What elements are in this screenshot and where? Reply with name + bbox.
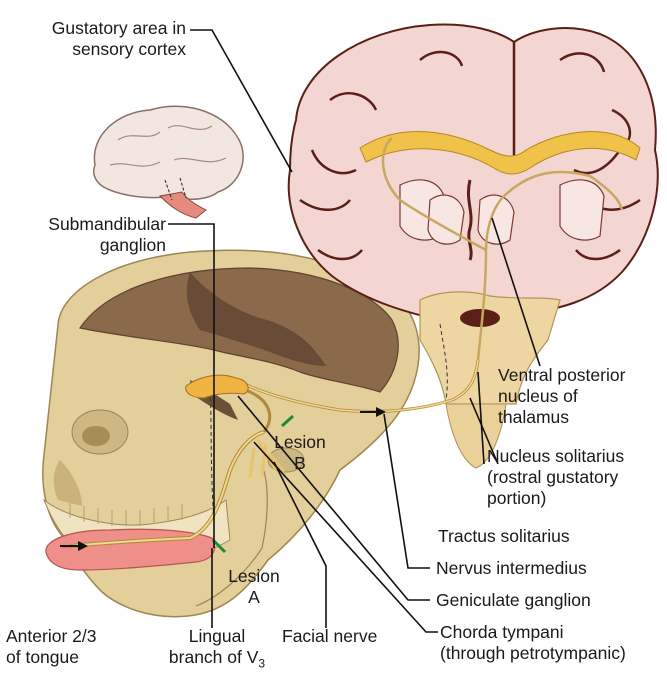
label-ventral-posterior: Ventral posterior nucleus of thalamus (498, 365, 625, 428)
label-gustatory-area: Gustatory area in sensory cortex (8, 18, 186, 60)
label-tractus-solitarius: Tractus solitarius (438, 526, 570, 547)
label-facial-nerve: Facial nerve (282, 626, 377, 647)
label-lesion-b: Lesion B (272, 432, 328, 474)
label-chorda-tympani: Chorda tympani (through petrotympanic) (440, 622, 626, 664)
label-nucleus-solitarius: Nucleus solitarius (rostral gustatory po… (487, 446, 624, 509)
small-brain-icon (94, 106, 243, 218)
leader-nervus-intermedius (384, 414, 430, 568)
label-lesion-a: Lesion A (226, 566, 282, 608)
label-nervus-intermedius: Nervus intermedius (436, 558, 587, 579)
label-geniculate-ganglion: Geniculate ganglion (436, 590, 591, 611)
label-lingual-branch: Lingual branch of V3 (160, 626, 274, 675)
label-anterior-tongue: Anterior 2/3 of tongue (6, 626, 96, 668)
label-submandibular-ganglion: Submandibular ganglion (6, 214, 166, 256)
